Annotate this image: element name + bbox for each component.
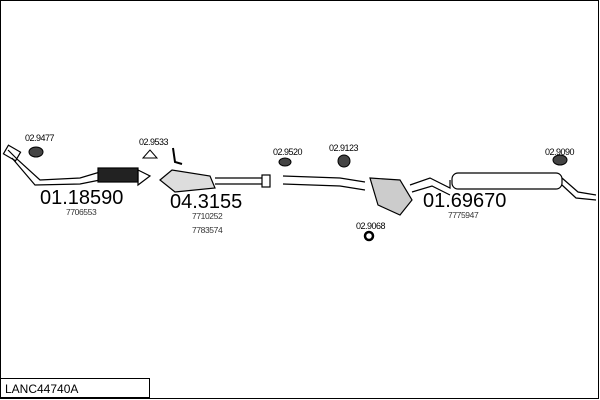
middle-pipe [282, 175, 451, 216]
accessory-label: 02.9090 [545, 147, 575, 157]
catalytic-converter [159, 169, 271, 193]
rear-silencer [451, 172, 597, 201]
accessory-label: 02.9123 [329, 143, 359, 153]
part-number: 01.18590 [40, 187, 124, 209]
accessory-icons [28, 146, 568, 242]
part-number: 01.69670 [423, 190, 507, 212]
front-pipe [2, 144, 152, 187]
part-number: 04.3155 [170, 191, 243, 213]
accessory-label: 02.9533 [139, 137, 169, 147]
oem-ref: 7783574 [192, 225, 223, 235]
oem-ref: 7775947 [448, 210, 479, 220]
oem-ref: 7706553 [66, 207, 97, 217]
accessory-label: 02.9520 [273, 147, 303, 157]
accessory-label: 02.9477 [25, 133, 55, 143]
diagram-code: LANC44740A [0, 378, 150, 398]
accessory-label: 02.9068 [356, 221, 386, 231]
oem-ref: 7710252 [192, 211, 223, 221]
